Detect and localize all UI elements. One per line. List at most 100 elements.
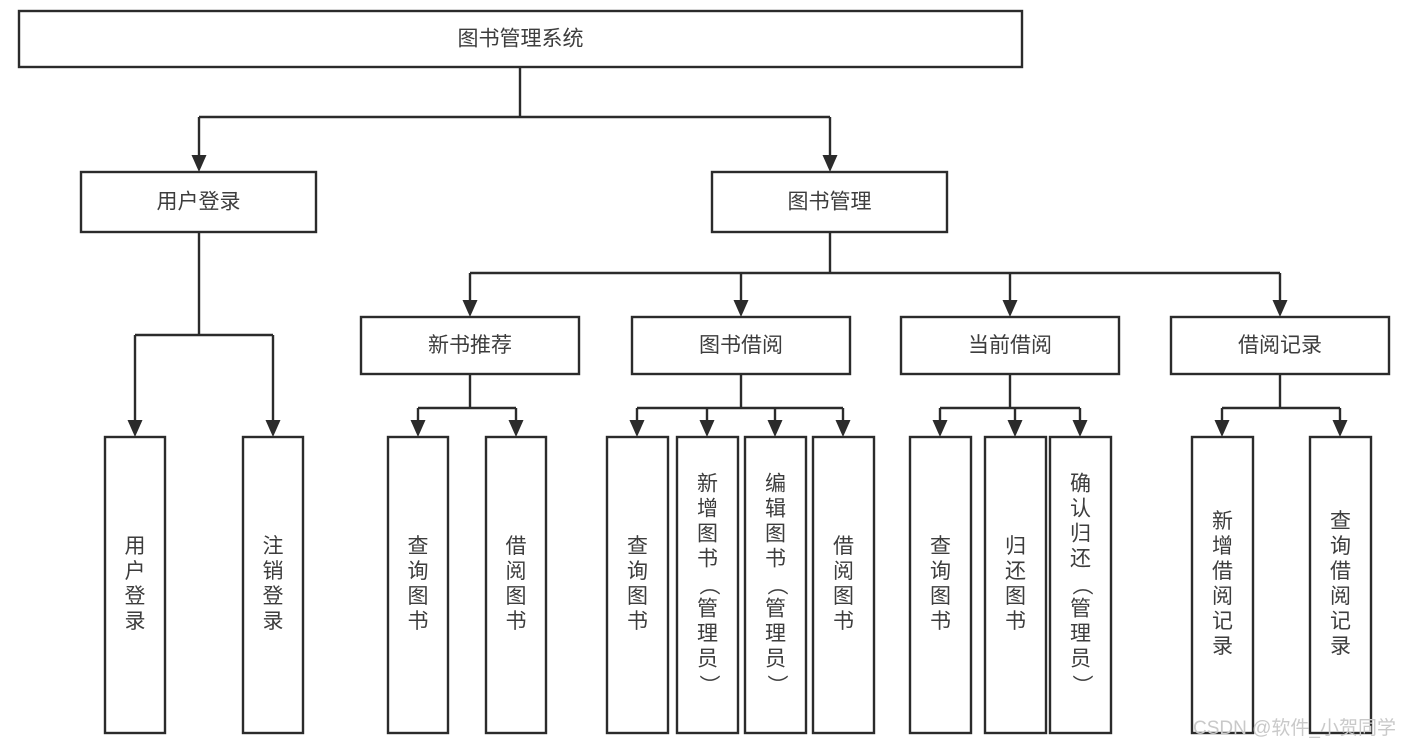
node-label-char: 询: [1330, 535, 1351, 558]
node-label-char: 新: [1212, 510, 1233, 533]
node-label-char: 借: [506, 535, 527, 558]
node-label: 用户登录: [157, 191, 241, 214]
node-box: [17, 9, 1024, 69]
node-box: [983, 435, 1048, 735]
node-label-char: 员: [765, 648, 786, 671]
node-label-char: 录: [1212, 635, 1233, 658]
node-label-char: 查: [1330, 510, 1351, 533]
node-label-char: 图: [506, 585, 527, 608]
arrow-head-icon: [767, 420, 783, 437]
node-label-char: 销: [263, 560, 284, 583]
node-box: [484, 435, 548, 735]
node-label-char: 询: [627, 560, 648, 583]
node-label-char: 查: [408, 535, 429, 558]
node-label-char: 户: [125, 560, 146, 583]
node-leaf-用户登录[interactable]: 用户登录: [103, 435, 167, 735]
node-label-char: 管: [765, 598, 786, 621]
node-label-char: 图: [833, 585, 854, 608]
node-label-char: 归: [1005, 535, 1026, 558]
node-label-char: 书: [930, 610, 951, 633]
node-label-char: 书: [697, 548, 718, 571]
node-label-char: 编: [765, 473, 786, 496]
node-label-char: ）: [1070, 675, 1093, 696]
node-box: [899, 315, 1121, 376]
arrow-head-icon: [1272, 300, 1288, 317]
node-label-char: 认: [1070, 498, 1091, 521]
node-level2-图书管理[interactable]: 图书管理: [710, 170, 949, 234]
connector-borrow-to-leaves: [629, 374, 851, 437]
node-label: 新书推荐: [428, 334, 512, 357]
node-label-char: 借: [1212, 560, 1233, 583]
node-label-char: 图: [627, 585, 648, 608]
arrow-head-icon: [265, 420, 281, 437]
node-label-char: 员: [697, 648, 718, 671]
node-box: [811, 435, 876, 735]
node-label-char: 记: [1212, 610, 1233, 633]
node-label-char: 图: [765, 523, 786, 546]
arrow-head-icon: [629, 420, 645, 437]
node-box: [710, 170, 949, 234]
node-level3-当前借阅[interactable]: 当前借阅: [899, 315, 1121, 376]
connector-current-to-leaves: [932, 374, 1088, 437]
node-label-char: 阅: [506, 560, 527, 583]
node-label-char: 书: [627, 610, 648, 633]
node-level3-图书借阅[interactable]: 图书借阅: [630, 315, 852, 376]
node-label-char: 注: [263, 535, 284, 558]
node-label-char: 书: [1005, 610, 1026, 633]
node-label-char: （: [697, 575, 720, 596]
node-box: [908, 435, 973, 735]
node-label: 当前借阅: [968, 334, 1052, 357]
arrow-head-icon: [699, 420, 715, 437]
node-label-char: 理: [1070, 623, 1091, 646]
node-label-char: 理: [697, 623, 718, 646]
node-root-图书管理系统[interactable]: 图书管理系统: [17, 9, 1024, 69]
node-box: [386, 435, 450, 735]
node-label-char: 借: [1330, 560, 1351, 583]
csdn-watermark: CSDN @软件_小贺同学: [1193, 717, 1396, 739]
node-label-char: 确: [1070, 473, 1091, 496]
node-box: [103, 435, 167, 735]
node-level3-新书推荐[interactable]: 新书推荐: [359, 315, 581, 376]
node-box: [630, 315, 852, 376]
arrow-head-icon: [462, 300, 478, 317]
node-box: [79, 170, 318, 234]
node-label-char: 图: [1005, 585, 1026, 608]
node-label-char: 图: [408, 585, 429, 608]
connector-root-to-level2: [191, 67, 838, 172]
arrow-head-icon: [1214, 420, 1230, 437]
arrow-head-icon: [191, 155, 207, 172]
arrow-head-icon: [835, 420, 851, 437]
node-box: [743, 435, 808, 735]
node-box: [241, 435, 305, 735]
arrow-head-icon: [1002, 300, 1018, 317]
node-level3-借阅记录[interactable]: 借阅记录: [1169, 315, 1391, 376]
node-label-char: 阅: [1212, 585, 1233, 608]
node-label-char: 录: [1330, 635, 1351, 658]
node-box: [1190, 435, 1255, 735]
connector-records-to-leaves: [1214, 374, 1348, 437]
arrow-head-icon: [1072, 420, 1088, 437]
node-label-char: 阅: [1330, 585, 1351, 608]
node-label-char: 登: [263, 585, 284, 608]
node-label-char: 增: [697, 498, 718, 521]
connector-bookmgmt-to-level3: [462, 232, 1288, 317]
node-level2-用户登录[interactable]: 用户登录: [79, 170, 318, 234]
connector-userlogin-to-leaves: [127, 232, 281, 437]
node-label: 图书管理系统: [458, 28, 584, 51]
arrow-head-icon: [1332, 420, 1348, 437]
node-label-char: ）: [765, 675, 788, 696]
